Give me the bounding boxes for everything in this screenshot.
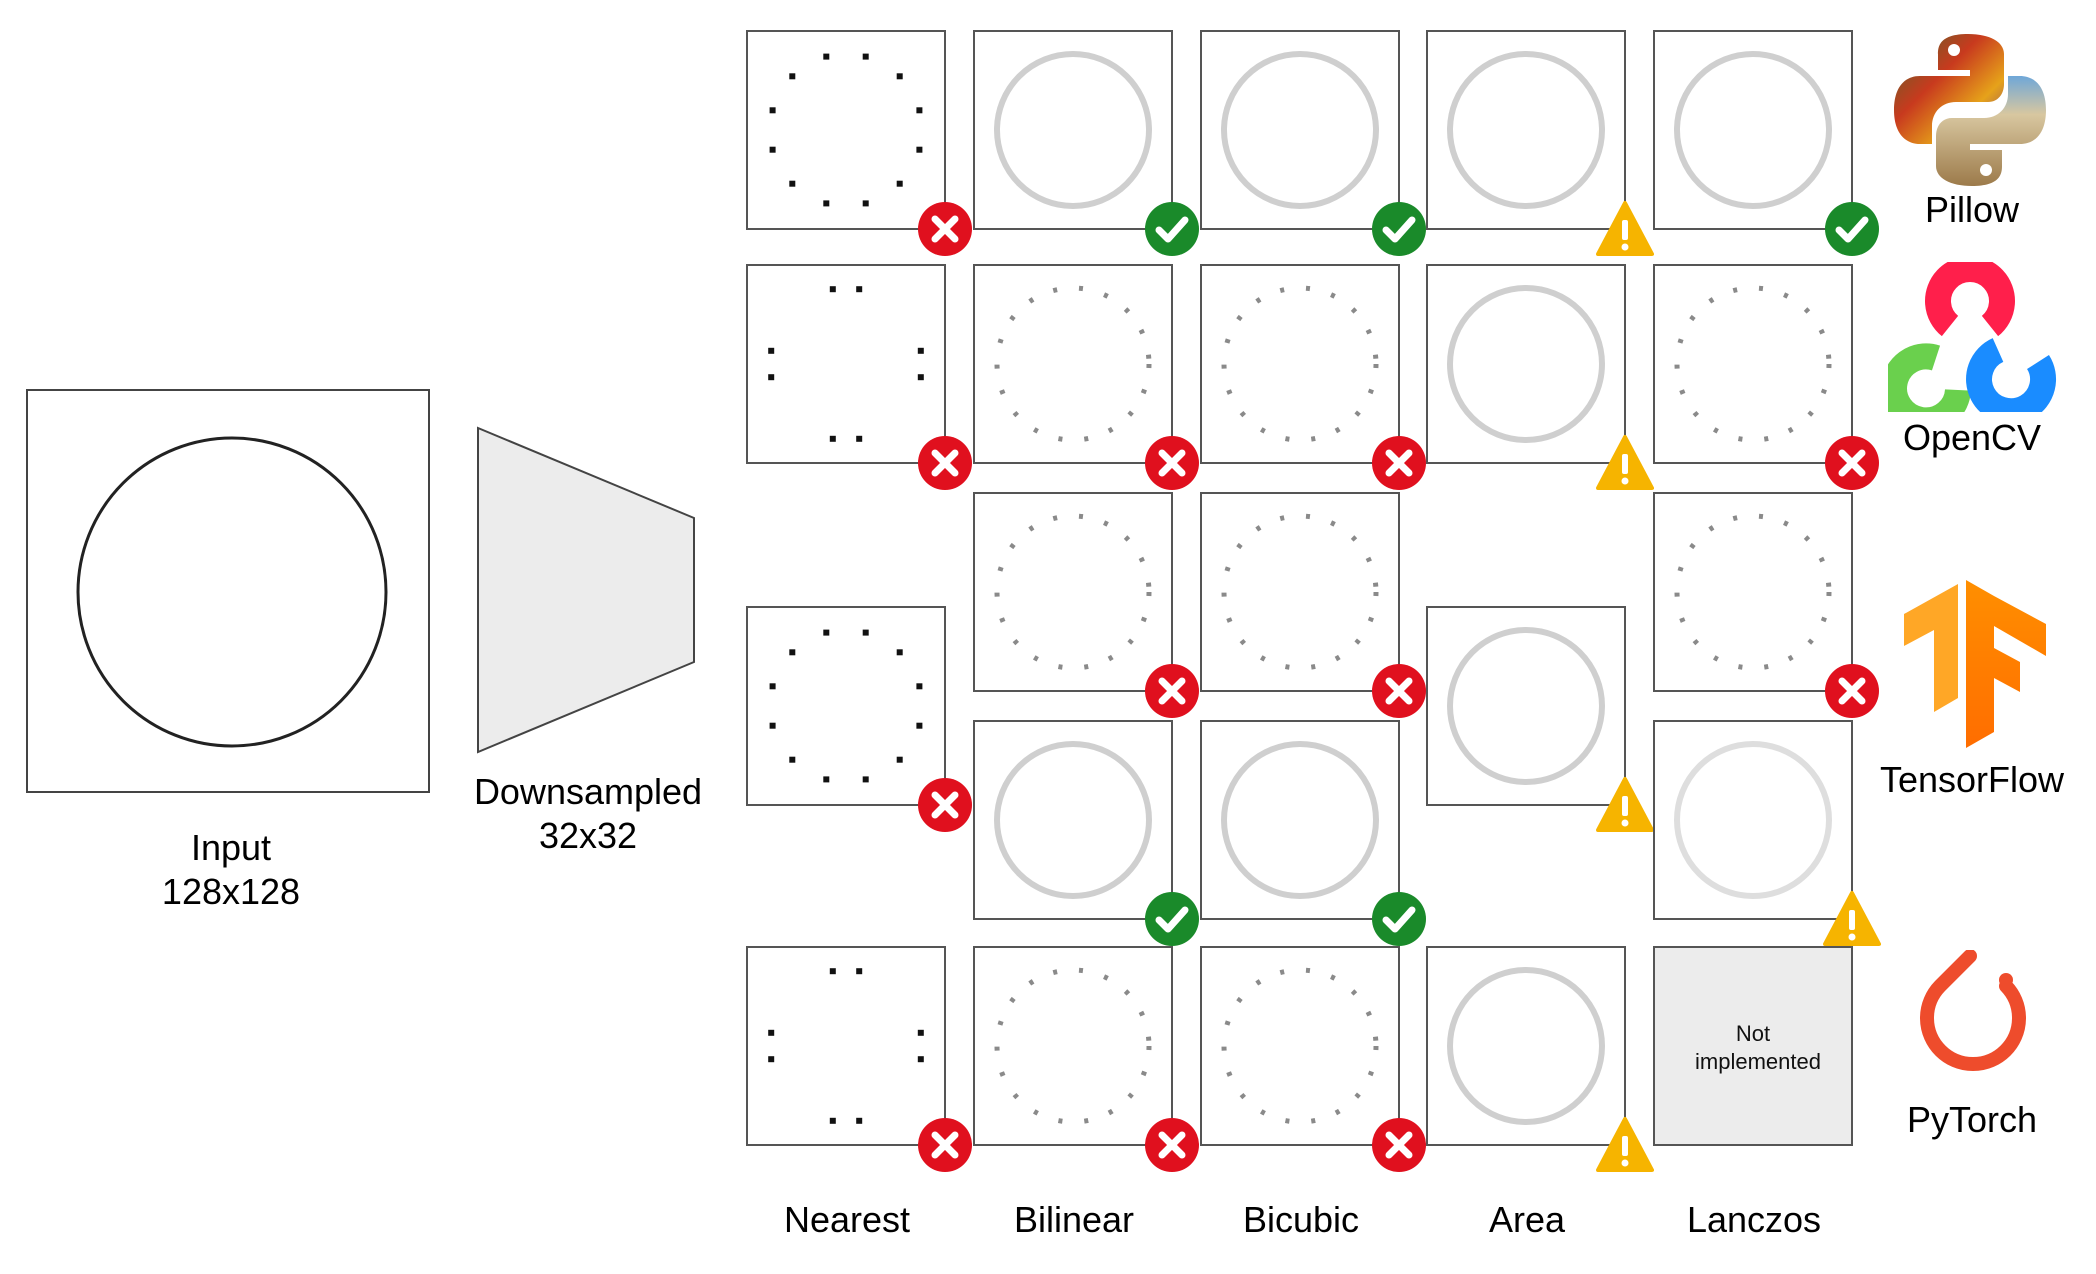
library-label-pytorch: PyTorch [1906,1099,2038,1140]
cross-icon [1143,434,1201,492]
downsampled-circle [994,285,1152,443]
result-tile-opencv-bilinear [973,264,1173,464]
downsampled-circle [769,53,923,207]
result-tile-pytorch-bilinear [973,946,1173,1146]
result-tile-pillow-nearest [746,30,946,230]
library-label-opencv: OpenCV [1902,417,2042,458]
warning-icon [1596,200,1654,258]
result-tile-pillow-bilinear [973,30,1173,230]
result-tile-opencv-bicubic [1200,264,1400,464]
downsampled-circle [768,286,924,442]
tensorflow-logo-icon [1904,580,2046,748]
column-label-bilinear: Bilinear [1013,1199,1135,1240]
cross-icon [1370,1116,1428,1174]
check-icon [1143,200,1201,258]
cross-icon [916,1116,974,1174]
result-tile-tensorflow-b-bicubic [1200,720,1400,920]
downsampled-circle [1674,51,1832,209]
downsampled-circle [1447,285,1605,443]
pillow-logo-icon [1894,34,2046,186]
cross-icon [1370,662,1428,720]
result-tile-pytorch-bicubic [1200,946,1400,1146]
library-label-tensorflow: TensorFlow [1879,759,2065,800]
downsampled-circle [1674,741,1832,899]
downsampled-circle [994,51,1152,209]
result-tile-opencv-lanczos [1653,264,1853,464]
cross-icon [1370,434,1428,492]
result-tile-pillow-bicubic [1200,30,1400,230]
result-tile-tensorflow-a-bilinear [973,492,1173,692]
warning-icon [1596,434,1654,492]
opencv-logo-icon [1888,262,2057,412]
result-tile-tensorflow-b-lanczos [1653,720,1853,920]
column-label-bicubic: Bicubic [1242,1199,1360,1240]
downsampled-circle [1221,967,1379,1125]
input-label: Input 128x128 [96,826,366,914]
downsampled-circle [1447,967,1605,1125]
warning-icon [1596,1116,1654,1174]
downsampled-circle [994,967,1152,1125]
downsampled-circle [1221,513,1379,671]
result-tile-opencv-nearest [746,264,946,464]
result-tile-tensorflow-a-lanczos [1653,492,1853,692]
warning-icon [1823,890,1881,948]
not-implemented-text: Not implemented [1695,1021,1821,1074]
result-tile-pytorch-nearest [746,946,946,1146]
cross-icon [916,200,974,258]
column-label-lanczos: Lanczos [1686,1199,1822,1240]
downsampler-size: 32x32 [538,815,638,856]
cross-icon [1823,434,1881,492]
downsampled-circle [1674,513,1832,671]
downsampled-circle [994,741,1152,899]
result-tile-tensorflow-b-bilinear [973,720,1173,920]
result-tile-tensorflow-b-area [1426,606,1626,806]
input-image [26,389,430,793]
pytorch-logo-icon [1920,950,2026,1071]
check-icon [1823,200,1881,258]
cross-icon [916,776,974,834]
result-tile-pillow-lanczos [1653,30,1853,230]
input-size: 128x128 [161,871,301,912]
downsampled-circle [1221,285,1379,443]
downsampled-circle [1221,741,1379,899]
downsampled-circle [1674,285,1832,443]
result-tile-pytorch-area [1426,946,1626,1146]
result-tile-tensorflow-a-bicubic [1200,492,1400,692]
cross-icon [1143,1116,1201,1174]
column-label-area: Area [1488,1199,1566,1240]
input-title: Input [190,827,272,868]
downsampled-circle [769,629,923,783]
downsampled-circle [1447,627,1605,785]
downsampled-circle [1221,51,1379,209]
check-icon [1143,890,1201,948]
cross-icon [1823,662,1881,720]
downsampled-circle [768,968,924,1124]
result-tile-tensorflow-b-nearest [746,606,946,806]
downsampled-circle [994,513,1152,671]
downsampled-circle [1447,51,1605,209]
downsampler-label: Downsampled 32x32 [448,770,728,858]
cross-icon [916,434,974,492]
result-tile-pytorch-lanczos: Not implemented [1653,946,1853,1146]
downsampler-shape [477,426,695,754]
cross-icon [1143,662,1201,720]
library-label-pillow: Pillow [1924,189,2020,230]
check-icon [1370,200,1428,258]
result-tile-pillow-area [1426,30,1626,230]
warning-icon [1596,776,1654,834]
result-tile-opencv-area [1426,264,1626,464]
column-label-nearest: Nearest [783,1199,911,1240]
downsampler-title: Downsampled [473,771,703,812]
check-icon [1370,890,1428,948]
